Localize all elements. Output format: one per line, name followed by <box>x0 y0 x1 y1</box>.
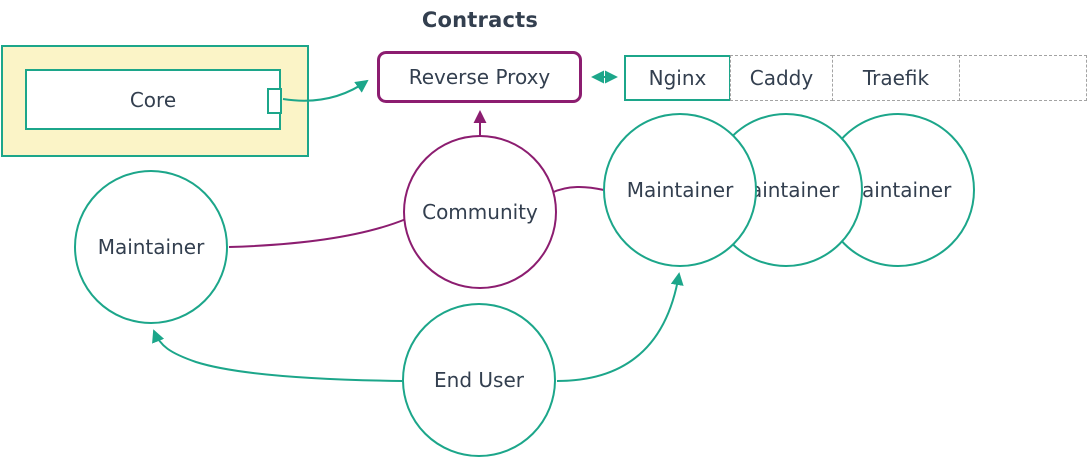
node-reverse-proxy: Reverse Proxy <box>377 51 582 103</box>
table-cell-nginx-label: Nginx <box>648 66 707 90</box>
table-cell-traefik: Traefik <box>832 55 960 101</box>
table-cell-nginx: Nginx <box>624 55 731 101</box>
node-maintainer-left-label: Maintainer <box>97 235 205 259</box>
core-port <box>267 88 282 114</box>
table-cell-empty <box>959 55 1087 101</box>
proxy-table: Nginx Caddy Traefik <box>624 55 1087 101</box>
node-reverse-proxy-label: Reverse Proxy <box>408 65 551 89</box>
edge-end-user-to-right-maintainer <box>556 272 684 382</box>
diagram-title: Contracts <box>421 8 539 32</box>
node-core-label: Core <box>129 87 177 112</box>
node-community-label: Community <box>422 200 538 224</box>
edge-community-to-left-maintainer <box>228 218 407 248</box>
node-maintainer-left: Maintainer <box>74 170 228 324</box>
node-end-user: End User <box>402 303 556 457</box>
node-community: Community <box>403 135 557 289</box>
table-cell-caddy: Caddy <box>730 55 833 101</box>
node-maintainer-right-1-label: Maintainer <box>626 178 734 202</box>
node-core: Core <box>25 69 281 130</box>
node-maintainer-right-1: Maintainer <box>603 113 757 267</box>
node-end-user-label: End User <box>434 368 524 392</box>
table-cell-caddy-label: Caddy <box>749 66 814 90</box>
edge-end-user-to-left-maintainer <box>152 329 403 382</box>
edge-community-to-right-maintainer <box>550 186 605 194</box>
table-cell-traefik-label: Traefik <box>862 66 930 90</box>
